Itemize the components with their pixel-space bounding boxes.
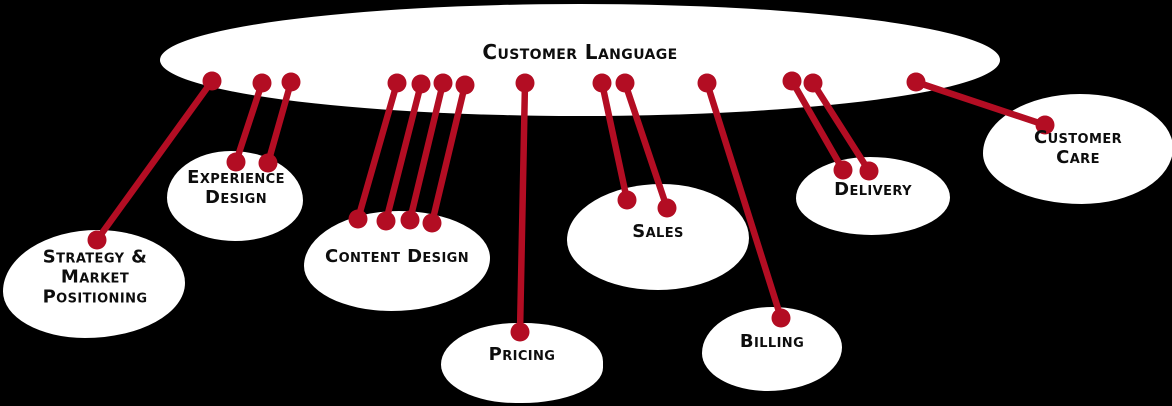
connector-experience-design-2 (258, 72, 301, 173)
connector-pricing (510, 73, 535, 342)
node-blob-content-design (304, 211, 490, 311)
connector-dot (657, 198, 677, 218)
connector-dot (615, 73, 635, 93)
connector-content-design-4 (422, 75, 475, 233)
connector-dot (515, 73, 535, 93)
connector-dot (202, 71, 222, 91)
connector-dot (771, 308, 791, 328)
connector-dot (782, 71, 802, 91)
connector-experience-design-1 (226, 73, 272, 172)
connector-dot (455, 75, 475, 95)
connector-dot (833, 160, 853, 180)
connector-dot (592, 73, 612, 93)
hub-blob-customer-language (160, 4, 1000, 116)
connector-content-design-2 (376, 74, 431, 231)
connector-dot (859, 161, 879, 181)
connector-dot (376, 211, 396, 231)
connector-dot (1035, 115, 1055, 135)
connector-dot (433, 73, 453, 93)
connector-content-design-1 (348, 73, 407, 229)
connector-dot (226, 152, 246, 172)
connector-dot (803, 73, 823, 93)
connector-dot (411, 74, 431, 94)
connector-sales-2 (615, 73, 677, 218)
connector-delivery-2 (803, 73, 879, 181)
connector-dot (387, 73, 407, 93)
connector-dot (252, 73, 272, 93)
connector-dot (281, 72, 301, 92)
connector-dot (258, 153, 278, 173)
connector-dot (87, 230, 107, 250)
connector-dot (617, 190, 637, 210)
connector-dot (906, 72, 926, 92)
connector-dot (422, 213, 442, 233)
connector-delivery-1 (782, 71, 853, 180)
connector-customer-care (906, 72, 1055, 135)
connector-billing (697, 73, 791, 328)
connector-sales-1 (592, 73, 637, 210)
connector-dot (697, 73, 717, 93)
connector-dot (400, 210, 420, 230)
connector-dot (510, 322, 530, 342)
connector-strategy-market-positioning (87, 71, 222, 250)
connector-content-design-3 (400, 73, 453, 230)
node-blob-sales (567, 184, 749, 290)
connector-dot (348, 209, 368, 229)
